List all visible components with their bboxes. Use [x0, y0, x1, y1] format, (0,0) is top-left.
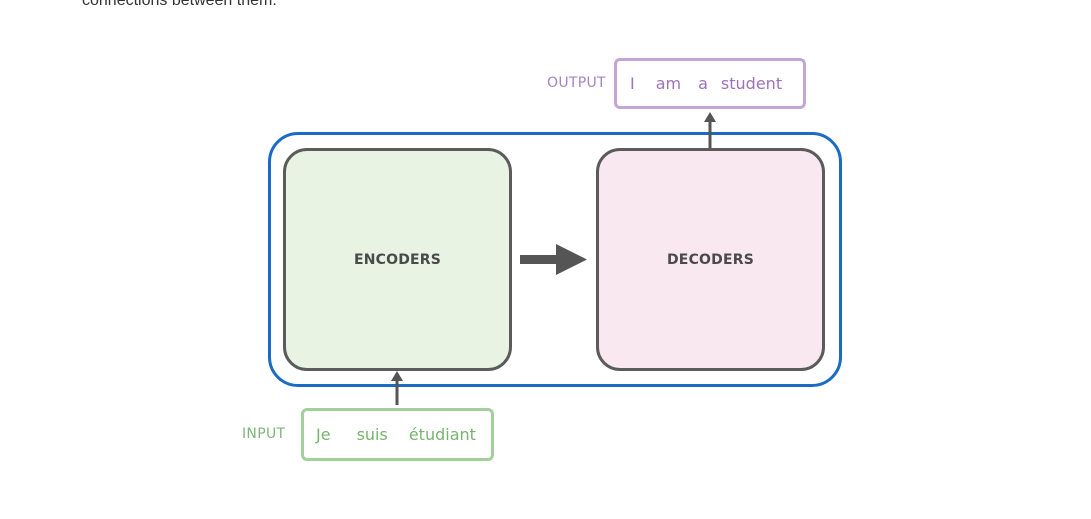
output-token: a [698, 74, 708, 93]
decoders-label: DECODERS [666, 251, 754, 268]
encoders-block: ENCODERS [283, 148, 512, 371]
output-token: student [720, 74, 783, 93]
output-token: am [655, 74, 682, 93]
output-token: I [630, 74, 635, 93]
input-token: suis [356, 425, 388, 444]
input-to-encoder-arrow [391, 371, 403, 405]
input-label: INPUT [242, 426, 286, 442]
decoders-block: DECODERS [596, 148, 825, 371]
input-token: étudiant [408, 425, 476, 444]
output-label: OUTPUT [547, 75, 606, 91]
encoders-label: ENCODERS [353, 251, 442, 268]
transformer-container [268, 132, 842, 387]
encoder-to-decoder-arrow [520, 244, 587, 275]
input-token-box: Je suis étudiant [301, 408, 494, 461]
decoder-to-output-arrow [704, 112, 716, 148]
paragraph-text: connections between them. [82, 0, 277, 9]
output-token-box: I am a student [614, 58, 806, 109]
input-token: Je [316, 425, 331, 444]
